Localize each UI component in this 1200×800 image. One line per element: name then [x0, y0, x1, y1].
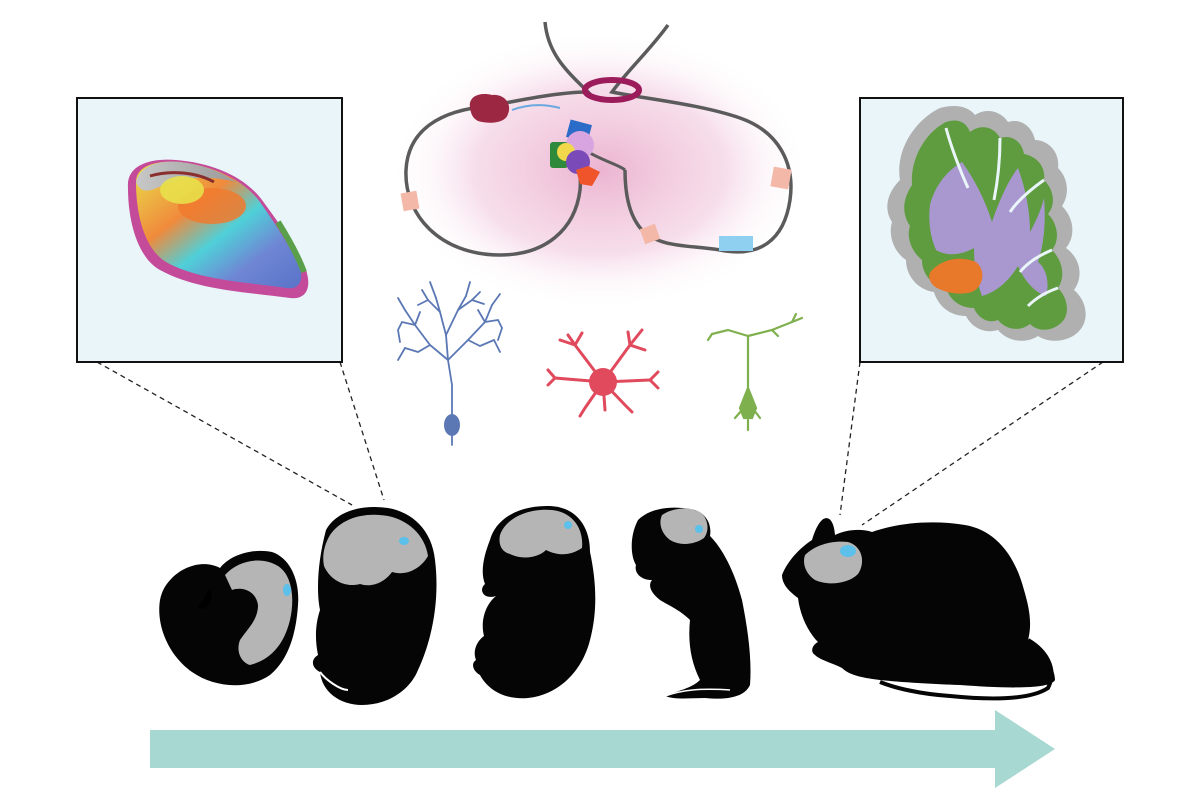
right-inset [839, 97, 1124, 526]
stage-juvenile [631, 507, 751, 699]
purkinje-neuron-icon [397, 281, 503, 446]
stage-late-embryo [473, 505, 596, 699]
right-inset-connector-a [839, 361, 861, 516]
protein-complex [550, 119, 600, 186]
pyramidal-neuron-icon [706, 312, 804, 432]
enhancer-element [719, 236, 753, 251]
left-inset [76, 97, 385, 506]
protein-blob [469, 94, 510, 123]
adult-cerebellum-section-icon [887, 106, 1086, 341]
ctcf-site [639, 223, 661, 245]
ctcf-site [400, 190, 420, 212]
ctcf-site [770, 166, 792, 190]
astrocyte-icon [546, 328, 660, 418]
stage-mid-embryo [312, 506, 437, 705]
stage-early-embryo [159, 550, 299, 686]
left-inset-connector-a [96, 361, 353, 506]
cohesin-ring [582, 77, 642, 103]
left-inset-connector-b [339, 361, 385, 501]
mouse-embryo-silhouette-icon [159, 505, 1055, 705]
chromatin-loop-icon [390, 21, 810, 310]
timeline-arrow-icon [150, 710, 1055, 788]
adult-mouse-silhouette-icon [782, 518, 1055, 701]
embryonic-cerebellum-gradient-icon [127, 159, 309, 299]
chromatin-glow [390, 30, 810, 310]
right-inset-connector-b [861, 361, 1104, 526]
